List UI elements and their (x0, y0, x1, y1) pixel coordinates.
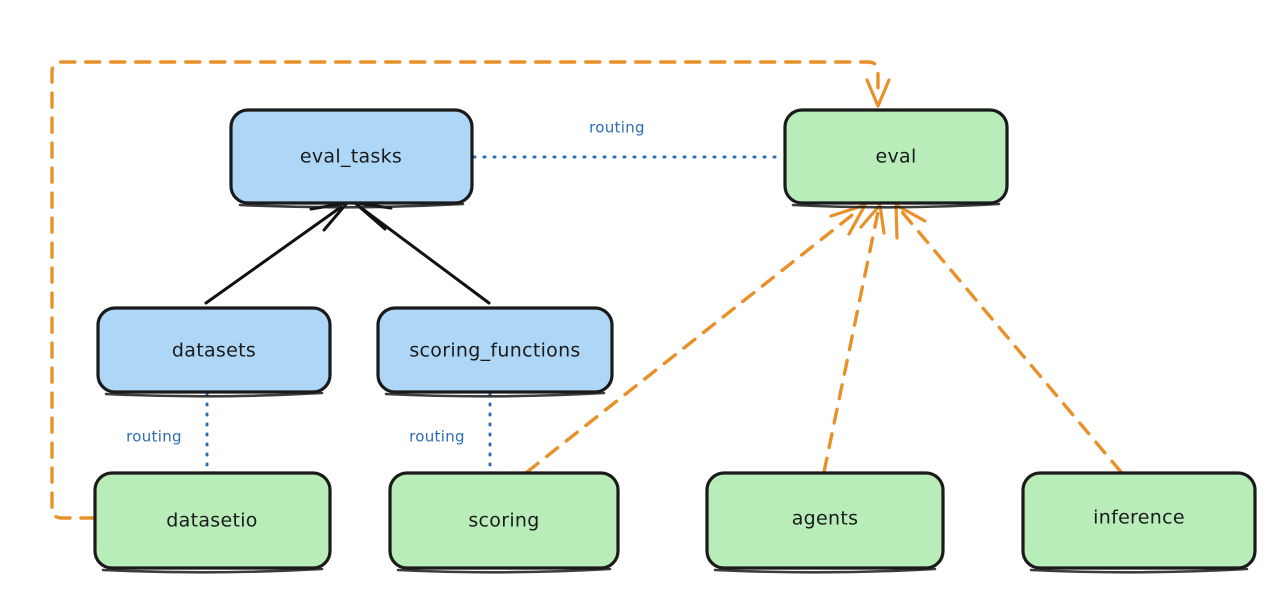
node-eval_tasks[interactable]: eval_tasks (229, 108, 474, 209)
edge-label-routing-eval: routing (589, 119, 645, 137)
node-label-scoring: scoring (468, 510, 539, 532)
node-label-datasets: datasets (172, 340, 256, 362)
node-label-scoring_functions: scoring_functions (409, 340, 580, 362)
edge-label-routing-scoring: routing (409, 428, 465, 446)
edge-agents-eval (822, 203, 886, 474)
edge-datasetio-eval (50, 60, 891, 520)
node-label-agents: agents (792, 508, 859, 530)
node-scoring[interactable]: scoring (388, 471, 620, 574)
node-label-datasetio: datasetio (166, 510, 257, 532)
edge-inference-eval (894, 203, 1123, 474)
edge-datasets-eval_tasks (204, 201, 349, 305)
edge-scoring_functions-scoring: routing (409, 392, 492, 473)
node-datasetio[interactable]: datasetio (93, 471, 332, 574)
node-label-eval_tasks: eval_tasks (300, 146, 402, 168)
edge-scoring_functions-eval_tasks (353, 201, 491, 305)
edge-datasets-datasetio: routing (126, 392, 209, 473)
node-inference[interactable]: inference (1021, 471, 1257, 574)
node-agents[interactable]: agents (705, 471, 945, 574)
node-eval[interactable]: eval (783, 108, 1009, 209)
edge-scoring-eval (525, 203, 867, 474)
edge-eval_tasks-eval: routing (472, 119, 785, 159)
node-label-eval: eval (875, 146, 916, 168)
edge-label-routing-datasetio: routing (126, 428, 182, 446)
node-scoring_functions[interactable]: scoring_functions (376, 306, 614, 398)
node-label-inference: inference (1093, 507, 1185, 529)
node-datasets[interactable]: datasets (96, 306, 332, 398)
